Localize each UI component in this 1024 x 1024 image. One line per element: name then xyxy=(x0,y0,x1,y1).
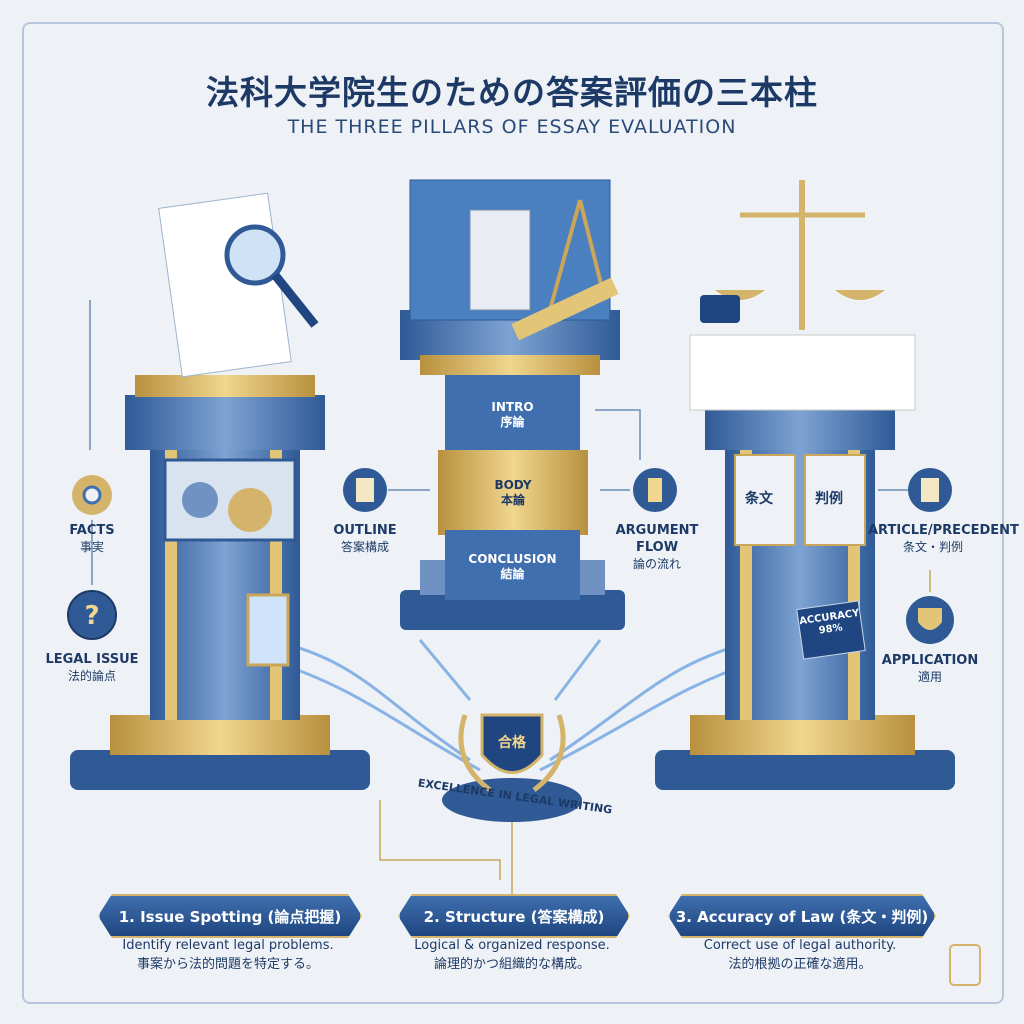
document-icon xyxy=(908,468,952,512)
shield-icon xyxy=(906,596,954,644)
page-title: 法科大学院生のための答案評価の三本柱 xyxy=(206,73,818,112)
excellence-emblem xyxy=(442,713,582,822)
pillar-3-title: 3. Accuracy of Law (条文・判例) xyxy=(668,894,936,938)
gold-lines xyxy=(379,800,513,895)
pillar-1-title: 1. Issue Spotting (論点把握) xyxy=(98,894,362,938)
pillar-2-title: 2. Structure (答案構成) xyxy=(398,894,630,938)
seal-stamp xyxy=(949,944,981,986)
left-pillar xyxy=(70,192,370,790)
pillar-2-description: Logical & organized response.論理的かつ組織的な構成… xyxy=(414,938,610,972)
svg-text:?: ? xyxy=(84,601,99,631)
document-icon xyxy=(343,468,387,512)
gear-icon xyxy=(72,475,112,515)
page-subtitle: THE THREE PILLARS OF ESSAY EVALUATION xyxy=(287,116,737,138)
pillar-icon xyxy=(633,468,677,512)
pass-badge: 合格 xyxy=(498,735,526,751)
precedent-plate: 判例 xyxy=(815,491,843,507)
article-plate: 条文 xyxy=(745,491,773,507)
center-pillar xyxy=(400,179,625,630)
pillar-1-description: Identify relevant legal problems.事案から法的問… xyxy=(122,938,334,972)
question-icon: ? xyxy=(67,590,117,640)
flow-arrows xyxy=(89,300,931,592)
border-frame xyxy=(22,22,1004,1004)
pillar-3-description: Correct use of legal authority.法的根拠の正確な適… xyxy=(703,938,897,972)
right-pillar xyxy=(655,180,955,790)
